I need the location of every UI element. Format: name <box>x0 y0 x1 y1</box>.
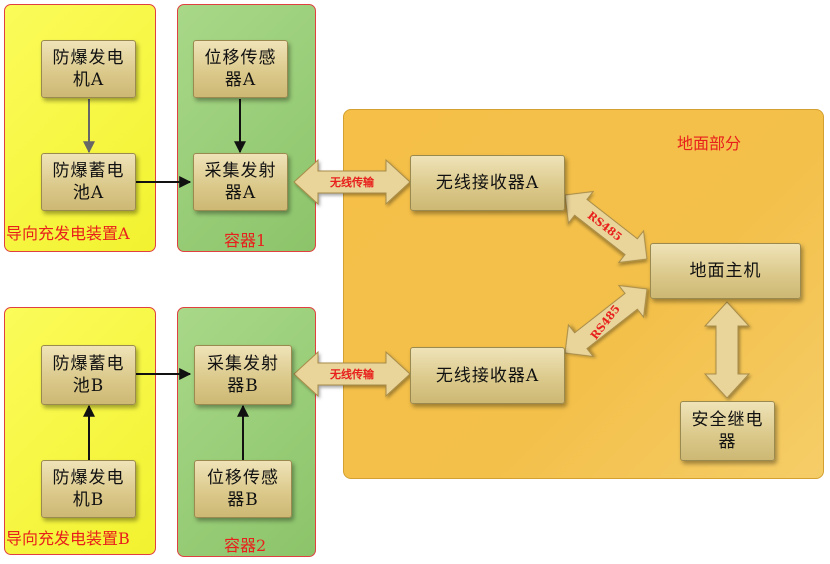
rs485-link-top-arrow <box>564 190 648 264</box>
sensor-a-block: 位移传感器A <box>193 40 288 98</box>
charging-device-a-label: 导向充发电装置A <box>6 224 130 243</box>
generator-a-block: 防爆发电机A <box>41 40 136 98</box>
wireless-label-top: 无线传输 <box>329 175 375 189</box>
battery-b-block: 防爆蓄电池B <box>41 345 136 405</box>
container-a-label: 容器1 <box>224 231 267 250</box>
container-b-label: 容器2 <box>224 536 267 555</box>
rs485-link-bottom-arrow <box>564 284 648 358</box>
charging-device-b-label: 导向充发电装置B <box>6 529 130 548</box>
safety-relay-block: 安全继电器 <box>680 401 775 461</box>
battery-a-block: 防爆蓄电池A <box>41 153 136 211</box>
transmitter-a-block: 采集发射器A <box>193 153 288 211</box>
host-relay-link-arrow <box>703 301 751 399</box>
receiver-bottom-block: 无线接收器A <box>410 347 565 404</box>
wireless-label-bottom: 无线传输 <box>329 367 375 381</box>
transmitter-b-block: 采集发射器B <box>194 345 292 405</box>
ground-section-label: 地面部分 <box>677 134 742 153</box>
ground-host-block: 地面主机 <box>650 243 801 299</box>
sensor-b-block: 位移传感器B <box>194 460 292 518</box>
generator-b-block: 防爆发电机B <box>41 460 136 518</box>
receiver-top-block: 无线接收器A <box>410 155 565 211</box>
